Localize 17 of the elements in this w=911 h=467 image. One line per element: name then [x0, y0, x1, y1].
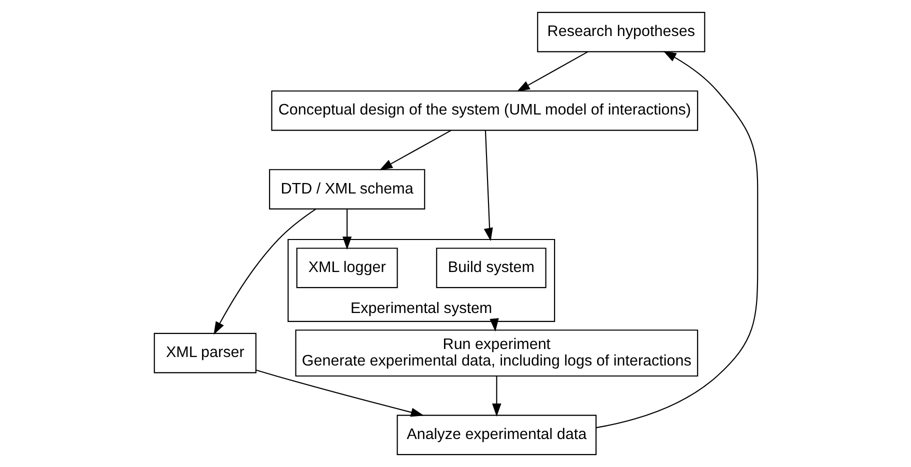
arrow — [378, 130, 451, 170]
arrow — [213, 208, 316, 335]
node-box: Build system — [436, 248, 546, 288]
arrow — [342, 209, 352, 250]
node-box: Conceptual design of the system (UML model of interactions) — [270, 90, 698, 131]
node-box: Research hypotheses — [536, 12, 705, 52]
node-box: XML logger — [296, 248, 398, 288]
arrow — [483, 130, 492, 242]
arrow — [516, 51, 588, 92]
arrow — [489, 318, 498, 332]
arrow — [596, 51, 758, 428]
node-box: XML parser — [153, 332, 256, 374]
node-box: Run experiment Generate experimental data, including logs of interactions — [294, 330, 698, 377]
arrow — [492, 376, 501, 417]
node-box: DTD / XML schema — [268, 169, 425, 210]
node-box: Analyze experimental data — [396, 414, 596, 456]
arrow — [256, 370, 424, 417]
